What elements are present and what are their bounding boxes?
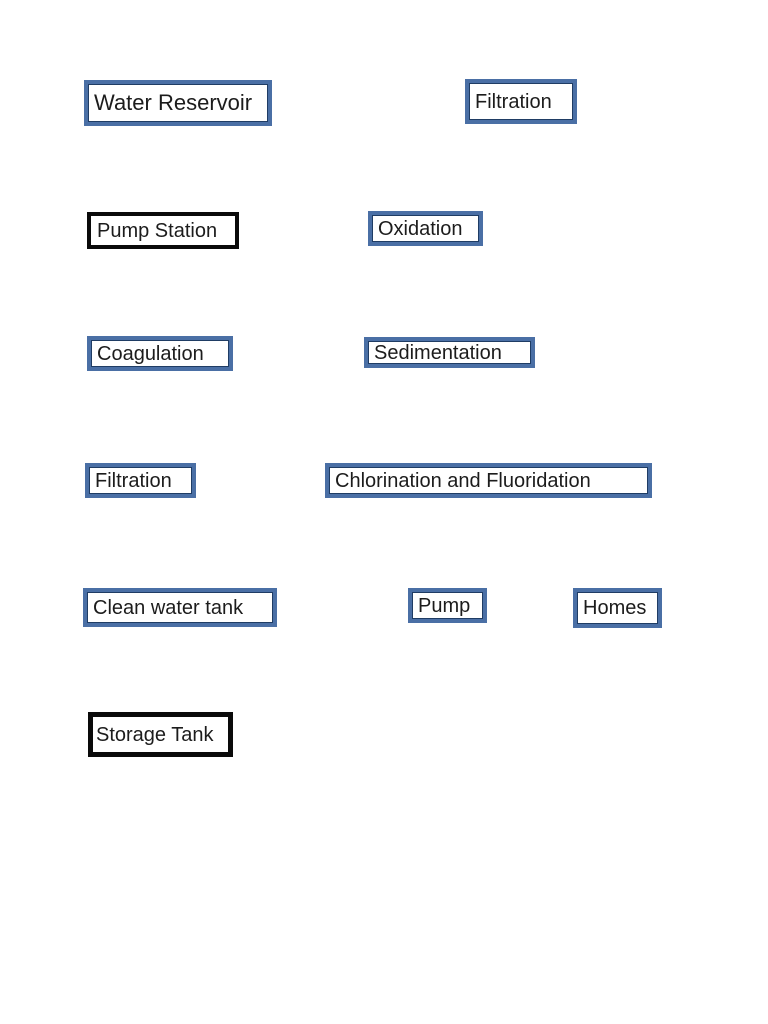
process-box-homes[interactable]: Homes <box>573 588 662 628</box>
process-box-label: Clean water tank <box>93 596 244 619</box>
process-box-clean-water-tank[interactable]: Clean water tank <box>83 588 277 627</box>
process-box-filtration-2[interactable]: Filtration <box>85 463 196 498</box>
process-box-filtration-1[interactable]: Filtration <box>465 79 577 124</box>
process-box-pump-station[interactable]: Pump Station <box>87 212 239 249</box>
process-box-sedimentation[interactable]: Sedimentation <box>364 337 535 368</box>
process-box-water-reservoir[interactable]: Water Reservoir <box>84 80 272 126</box>
process-box-label: Storage Tank <box>96 723 214 746</box>
process-box-label: Chlorination and Fluoridation <box>335 469 591 492</box>
process-box-label: Filtration <box>95 469 172 492</box>
process-box-coagulation[interactable]: Coagulation <box>87 336 233 371</box>
process-box-label: Homes <box>583 597 647 619</box>
process-box-oxidation[interactable]: Oxidation <box>368 211 483 246</box>
process-box-label: Pump <box>418 594 471 617</box>
process-box-label: Coagulation <box>97 342 204 365</box>
process-box-label: Oxidation <box>378 217 463 240</box>
process-box-storage-tank[interactable]: Storage Tank <box>88 712 233 757</box>
process-box-pump[interactable]: Pump <box>408 588 487 623</box>
process-box-label: Water Reservoir <box>94 90 253 115</box>
process-box-chlorination-fluoridation[interactable]: Chlorination and Fluoridation <box>325 463 652 498</box>
process-box-label: Pump Station <box>97 219 218 242</box>
process-box-label: Sedimentation <box>374 341 502 364</box>
process-box-label: Filtration <box>475 90 552 113</box>
